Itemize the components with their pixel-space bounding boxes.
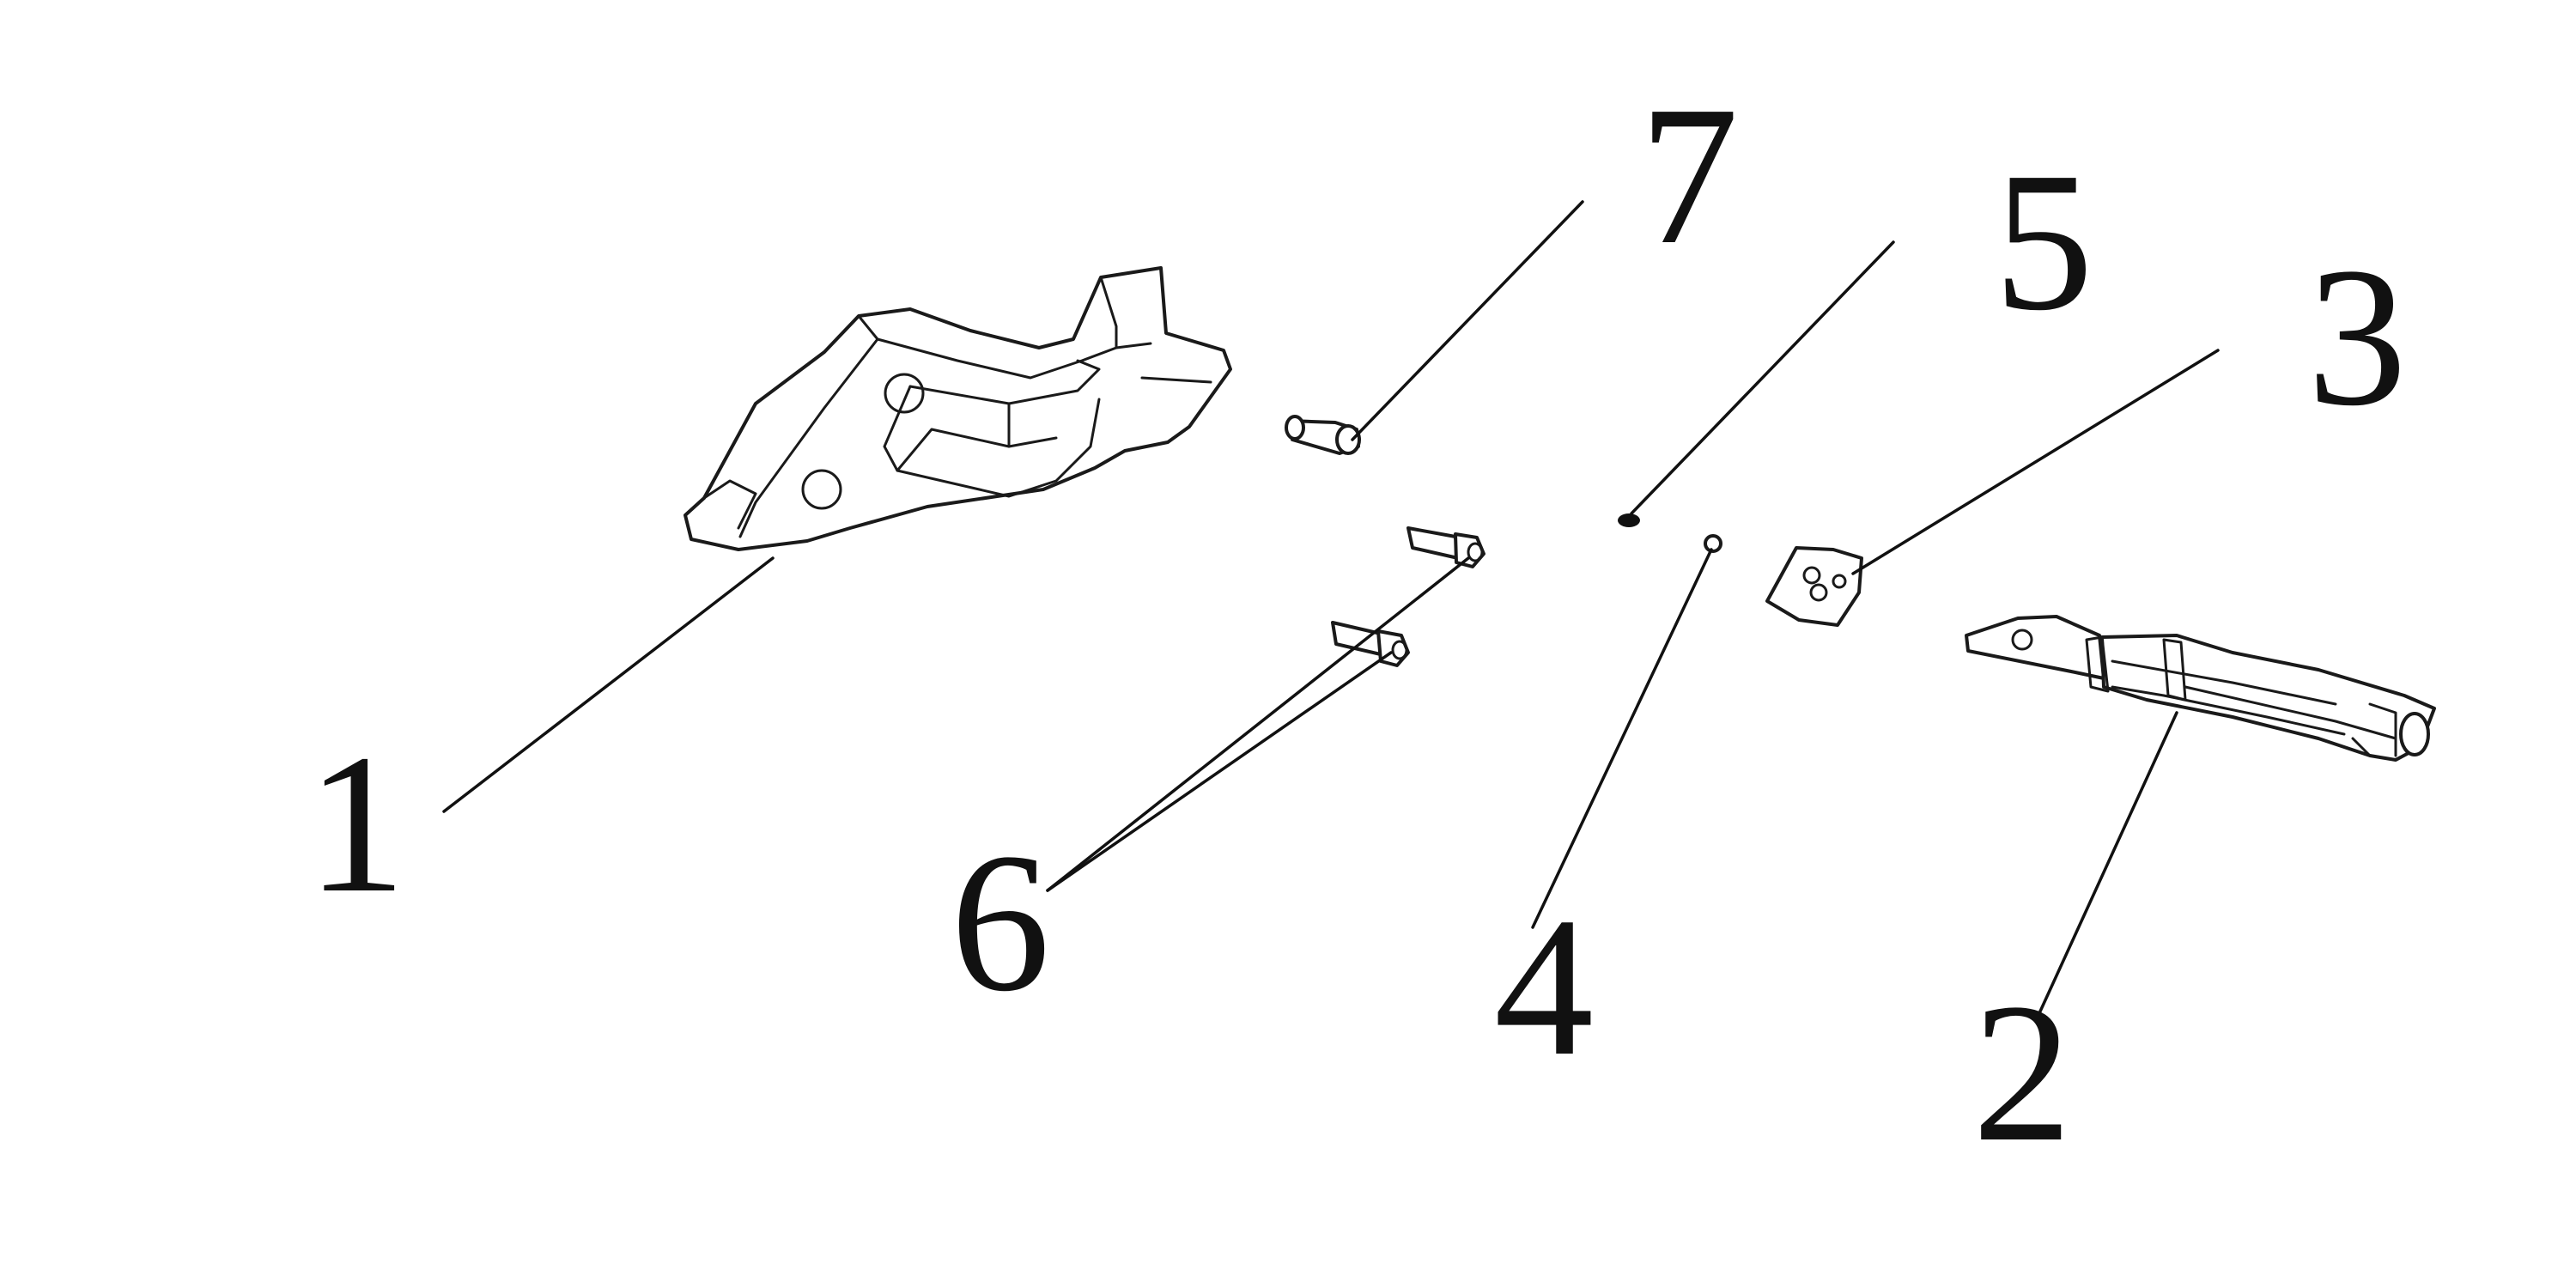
part-2-footpeg <box>1965 615 2436 762</box>
leader-7 <box>1351 200 1584 441</box>
callout-7: 7 <box>1639 65 1739 286</box>
leader-lines <box>442 200 2220 1015</box>
part-7-pivot-pin <box>1285 415 1361 455</box>
leader-2 <box>2038 711 2178 1015</box>
part-6-bolts <box>1331 526 1485 667</box>
callout-5: 5 <box>1994 131 2093 352</box>
part-5-nut <box>1618 513 1640 527</box>
leader-3 <box>1851 349 2220 575</box>
leader-4 <box>1531 548 1713 929</box>
part-1-bracket <box>683 266 1232 551</box>
callout-1: 1 <box>307 714 406 934</box>
part-3-plate <box>1765 546 1863 627</box>
leader-1 <box>442 556 775 813</box>
callout-4: 4 <box>1494 877 1594 1097</box>
callout-2: 2 <box>1972 963 2072 1183</box>
callout-3: 3 <box>2307 227 2407 447</box>
callout-6: 6 <box>951 812 1050 1033</box>
part-4-ball <box>1704 534 1722 553</box>
leader-5 <box>1630 240 1895 515</box>
leader-6b <box>1046 651 1393 892</box>
leader-6a <box>1046 556 1470 892</box>
